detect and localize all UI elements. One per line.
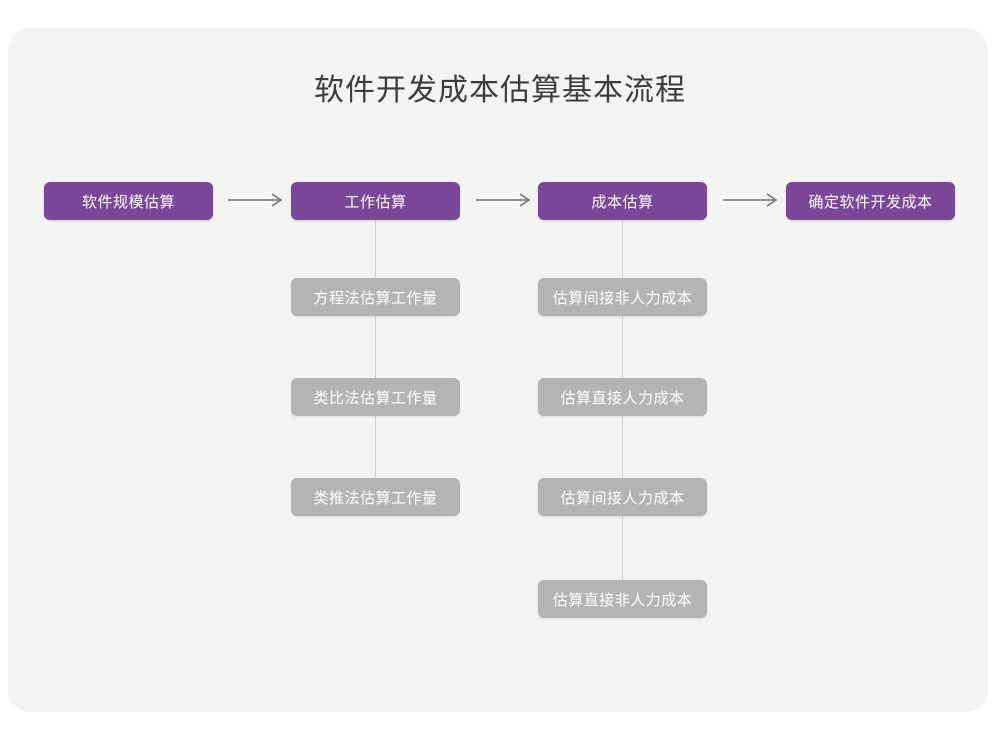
- diagram-card: [8, 28, 988, 712]
- substep-node-analogy-method-workload[interactable]: 类比法估算工作量: [291, 378, 460, 416]
- connector-stage3-sub3-to-sub4: [622, 515, 623, 601]
- connector-stage2-sub2-to-sub3: [375, 415, 376, 499]
- substep-node-indirect-nonlabor-cost[interactable]: 估算间接非人力成本: [538, 278, 707, 316]
- arrow-stage2-to-stage3: [476, 192, 532, 212]
- arrow-stage3-to-stage4: [723, 192, 779, 212]
- substep-node-inference-method-workload[interactable]: 类推法估算工作量: [291, 478, 460, 516]
- arrow-stage1-to-stage2: [228, 192, 284, 212]
- substep-node-direct-labor-cost[interactable]: 估算直接人力成本: [538, 378, 707, 416]
- connector-stage3-sub2-to-sub3: [622, 415, 623, 499]
- substep-node-equation-method-workload[interactable]: 方程法估算工作量: [291, 278, 460, 316]
- connector-stage2-to-sub1: [375, 215, 376, 299]
- connector-stage2-sub1-to-sub2: [375, 315, 376, 399]
- connector-stage3-to-sub1: [622, 215, 623, 299]
- substep-node-indirect-labor-cost[interactable]: 估算间接人力成本: [538, 478, 707, 516]
- connector-stage3-sub1-to-sub2: [622, 315, 623, 399]
- page-title: 软件开发成本估算基本流程: [314, 74, 686, 107]
- stage-node-software-scale-estimation[interactable]: 软件规模估算: [44, 182, 213, 220]
- stage-node-work-estimation[interactable]: 工作估算: [291, 182, 460, 220]
- substep-node-direct-nonlabor-cost[interactable]: 估算直接非人力成本: [538, 580, 707, 618]
- stage-node-determine-development-cost[interactable]: 确定软件开发成本: [786, 182, 955, 220]
- stage-node-cost-estimation[interactable]: 成本估算: [538, 182, 707, 220]
